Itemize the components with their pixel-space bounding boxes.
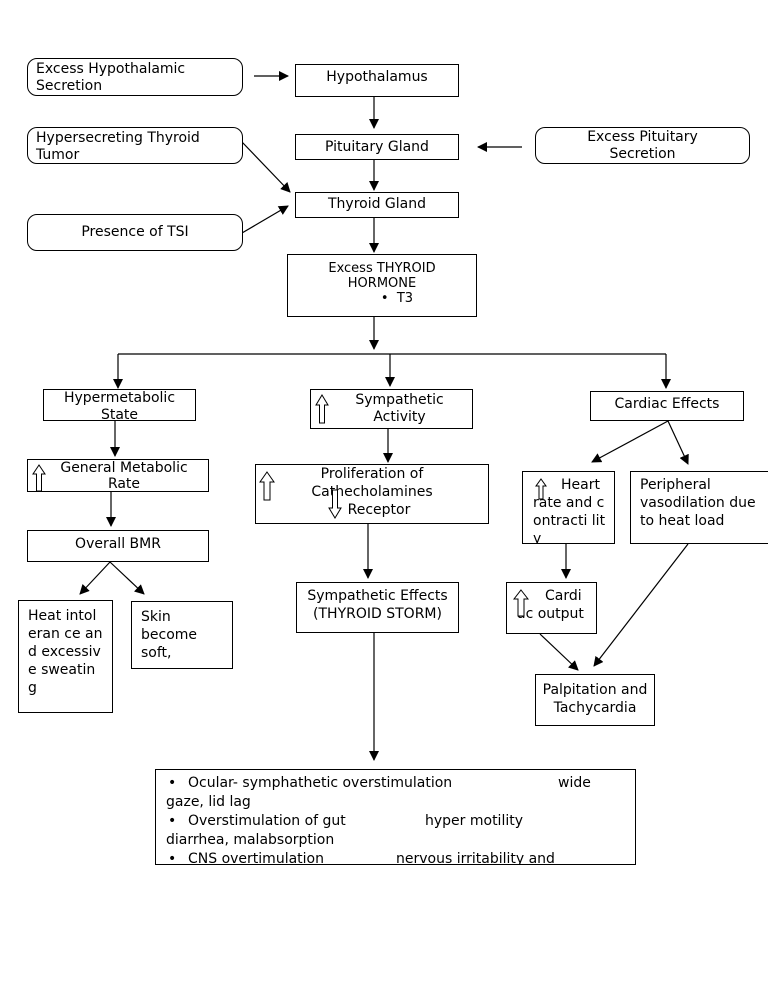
- hypothalamus-box: Hypothalamus: [295, 64, 459, 97]
- hypersecreting-thyroid-tumor-box: Hypersecreting Thyroid Tumor: [27, 127, 243, 164]
- peripheral-vasodilation-box: Peripheral vasodilation due to heat load: [630, 471, 768, 544]
- general-metabolic-rate-box: General Metabolic Rate: [27, 459, 209, 492]
- proliferation-box: Proliferation of Cathecholamines Recepto…: [255, 464, 489, 524]
- effects-list-item: • Ocular- symphathetic overstimulation w…: [168, 774, 625, 793]
- ocular-effect-result: wide: [558, 775, 591, 791]
- heat-intolerance-box: Heat intoleran ce and excessiv e sweatin…: [18, 600, 113, 713]
- cns-effect-result: nervous irritability and: [396, 851, 555, 865]
- gut-effect-continuation: diarrhea, malabsorption: [166, 832, 335, 848]
- cns-effect-label: CNS overtimulation: [188, 851, 324, 865]
- hormone-bullet-row: • T3: [342, 291, 452, 306]
- heart-rate-box: Heart rate and contracti lity: [522, 471, 615, 544]
- hypermetabolic-state-label: Hypermetabolic State: [63, 390, 176, 421]
- excess-hypothalamic-secretion-label: Excess Hypothalamic Secretion: [36, 61, 186, 94]
- excess-pituitary-secretion-box: Excess Pituitary Secretion: [535, 127, 750, 164]
- general-metabolic-rate-label: General Metabolic Rate: [60, 460, 188, 492]
- presence-of-tsi-box: Presence of TSI: [27, 214, 243, 251]
- pituitary-gland-label: Pituitary Gland: [325, 139, 429, 155]
- peripheral-vasodilation-label: Peripheral vasodilation due to heat load: [640, 477, 756, 529]
- thyroid-gland-label: Thyroid Gland: [327, 196, 427, 212]
- skin-soft-label: Skin become soft,: [141, 609, 198, 661]
- overall-bmr-box: Overall BMR: [27, 530, 209, 562]
- skin-soft-box: Skin become soft,: [131, 601, 233, 669]
- sympathetic-activity-label: Sympathetic Activity: [355, 392, 444, 425]
- thyroid-gland-box: Thyroid Gland: [295, 192, 459, 218]
- excess-thyroid-hormone-box: Excess THYROID HORMONE • T3: [287, 254, 477, 317]
- bullet-icon: •: [380, 291, 389, 306]
- cardiac-effects-label: Cardiac Effects: [614, 396, 720, 412]
- palpitation-label: Palpitation and Tachycardia: [542, 682, 648, 716]
- proliferation-label-line2: Cathecholamines: [311, 484, 433, 500]
- hypermetabolic-state-box: Hypermetabolic State: [43, 389, 196, 421]
- receptor-label: Receptor: [347, 502, 411, 518]
- gut-effect-label: Overstimulation of gut: [188, 813, 346, 829]
- effects-list-item: • CNS overtimulation nervous irritabilit…: [168, 850, 625, 865]
- ocular-effect-continuation: gaze, lid lag: [166, 794, 251, 810]
- up-arrow-icon: [259, 471, 275, 501]
- excess-hypothalamic-secretion-box: Excess Hypothalamic Secretion: [27, 58, 243, 96]
- up-arrow-icon: [315, 394, 329, 424]
- excess-thyroid-hormone-title: Excess THYROID HORMONE: [328, 261, 436, 291]
- heat-intolerance-label: Heat intoleran ce and excessiv e sweatin…: [28, 608, 103, 696]
- heart-rate-label: Heart rate and contracti lity: [533, 477, 606, 544]
- hypersecreting-thyroid-tumor-label: Hypersecreting Thyroid Tumor: [36, 130, 200, 163]
- palpitation-box: Palpitation and Tachycardia: [535, 674, 655, 726]
- up-arrow-icon: [535, 478, 547, 500]
- sympathetic-effects-box: Sympathetic Effects (THYROID STORM): [296, 582, 459, 633]
- sympathetic-activity-box: Sympathetic Activity: [310, 389, 473, 429]
- proliferation-label-line1: Proliferation of: [320, 466, 424, 482]
- gut-effect-result: hyper motility: [425, 813, 523, 829]
- bullet-icon: •: [168, 813, 177, 829]
- hormone-t3-label: T3: [396, 291, 414, 306]
- overall-bmr-label: Overall BMR: [75, 536, 161, 552]
- cardiac-output-label: Cardi ac output: [517, 588, 584, 622]
- presence-of-tsi-label: Presence of TSI: [81, 224, 189, 240]
- effects-list-item: • Overstimulation of gut hyper motility: [168, 812, 625, 831]
- bullet-icon: •: [168, 775, 177, 791]
- hypothalamus-label: Hypothalamus: [326, 69, 428, 85]
- sympathetic-effects-list-box: • Ocular- symphathetic overstimulation w…: [155, 769, 636, 865]
- up-arrow-icon: [513, 589, 529, 617]
- cardiac-output-box: Cardi ac output: [506, 582, 597, 634]
- up-arrow-icon: [32, 464, 46, 491]
- excess-pituitary-secretion-label: Excess Pituitary Secretion: [587, 129, 698, 162]
- pituitary-gland-box: Pituitary Gland: [295, 134, 459, 160]
- ocular-effect-label: Ocular- symphathetic overstimulation: [188, 775, 453, 791]
- sympathetic-effects-label: Sympathetic Effects (THYROID STORM): [307, 588, 448, 622]
- bullet-icon: •: [168, 851, 177, 865]
- cardiac-effects-box: Cardiac Effects: [590, 391, 744, 421]
- down-arrow-icon: [328, 489, 342, 519]
